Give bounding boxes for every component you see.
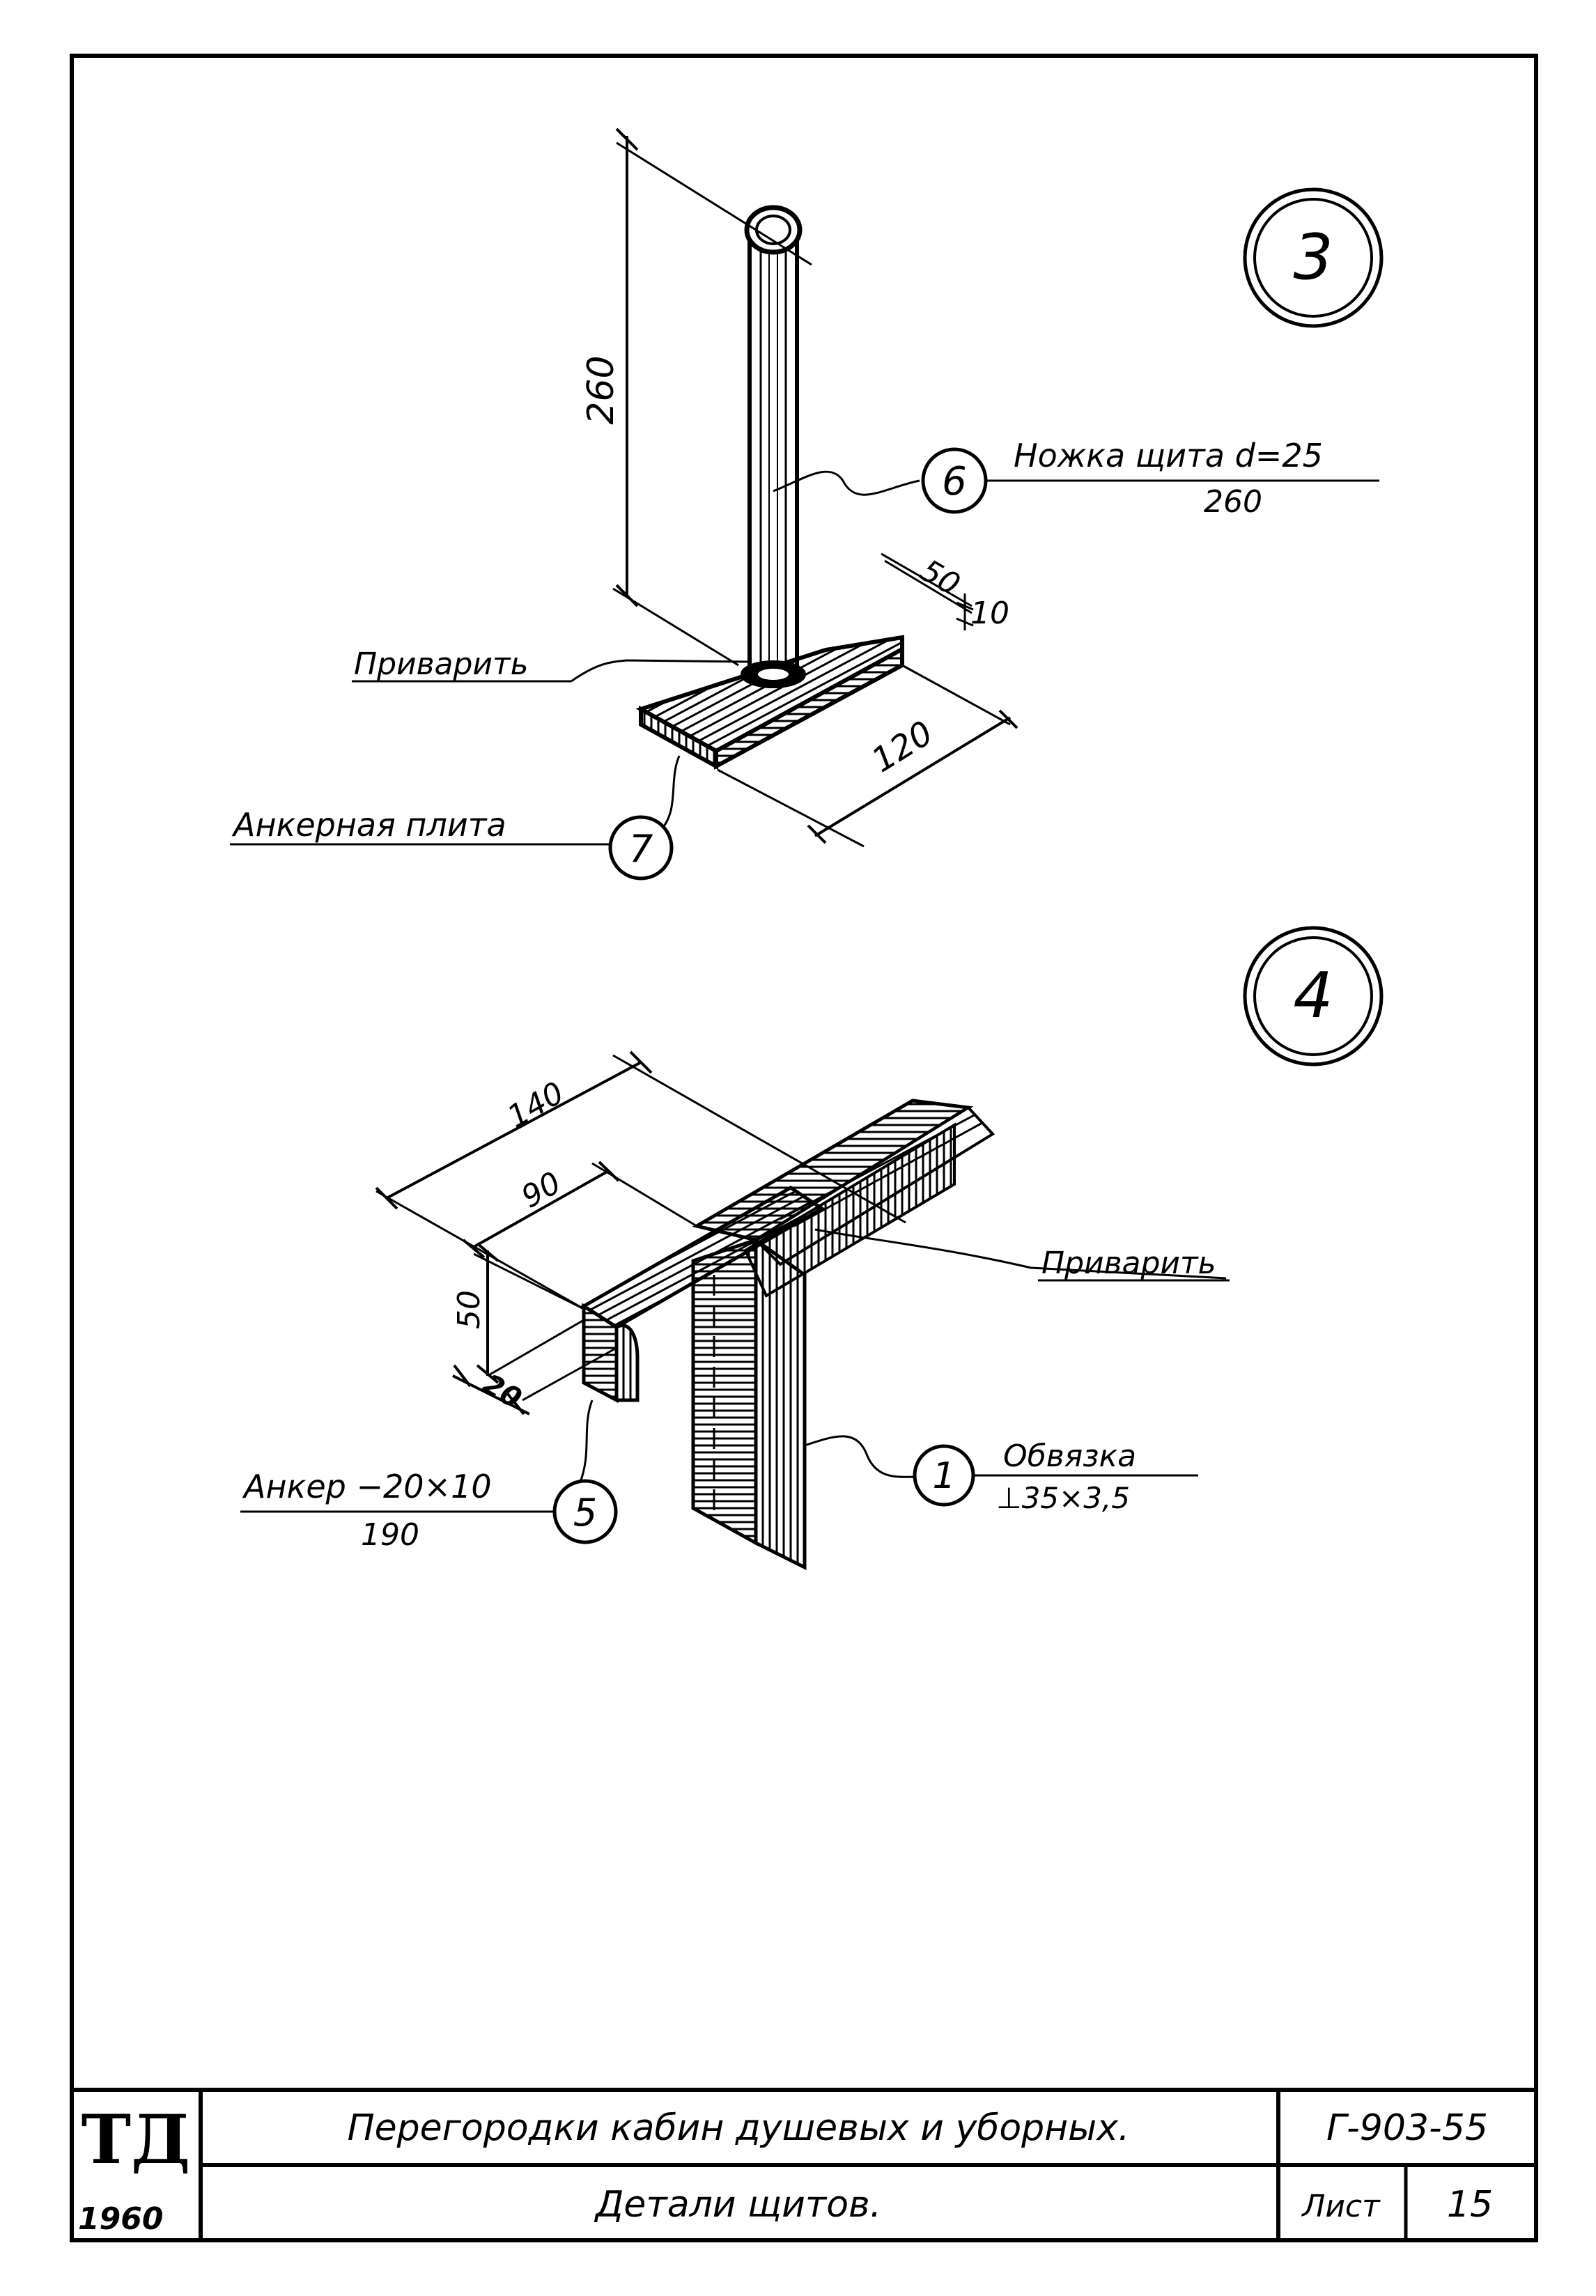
title-year: 1960 xyxy=(78,2201,163,2237)
dim-10-label: 10 xyxy=(970,596,1009,631)
callout-6-sub: 260 xyxy=(1204,484,1262,520)
dim-140-label: 140 xyxy=(502,1075,570,1135)
dimension-50: 50 xyxy=(451,1242,586,1384)
weld-note-3: Приварить xyxy=(354,646,529,682)
dim-260-label: 260 xyxy=(580,355,622,424)
callout-6-number: 6 xyxy=(942,459,967,504)
dim-50-label: 50 xyxy=(915,552,966,603)
detail-3-number: 3 xyxy=(1293,221,1333,294)
callout-7-number: 7 xyxy=(629,827,653,871)
title-main: Перегородки кабин душевых и уборных. xyxy=(347,2107,1129,2149)
title-code: Г-903-55 xyxy=(1326,2107,1488,2149)
callout-6-label: Ножка щита d=25 xyxy=(1014,437,1323,474)
detail-3: 3 260 xyxy=(230,127,1384,881)
callout-1: 1 Обвязка ⊥35×3,5 xyxy=(804,1435,1198,1515)
callout-1-label: Обвязка xyxy=(1003,1438,1136,1474)
callout-5-sub: 190 xyxy=(361,1517,419,1553)
title-logo: ТД xyxy=(82,2100,191,2179)
weld-note-4: Приварить xyxy=(1041,1246,1216,1281)
callout-5-number: 5 xyxy=(573,1491,597,1535)
frame-angle-vertical xyxy=(691,1236,807,1571)
callout-7-label: Анкерная плита xyxy=(231,806,506,844)
detail-4: 4 140 xyxy=(240,926,1384,1571)
anchor-strip xyxy=(580,1186,826,1404)
dimension-260: 260 xyxy=(580,127,812,667)
callout-1-sub: ⊥35×3,5 xyxy=(996,1481,1130,1515)
title-sub: Детали щитов. xyxy=(594,2184,881,2226)
title-sheet-label: Лист xyxy=(1301,2189,1381,2224)
detail-4-marker xyxy=(1243,926,1384,1066)
detail-3-marker xyxy=(1243,187,1384,328)
pipe-leg xyxy=(744,205,803,678)
callout-1-number: 1 xyxy=(932,1455,955,1497)
callout-6: 6 Ножка щита d=25 260 xyxy=(773,437,1379,520)
dimension-90: 90 xyxy=(462,1161,697,1259)
dim-120-label: 120 xyxy=(865,713,940,780)
detail-4-number: 4 xyxy=(1293,959,1333,1032)
callout-5-label: Анкер −20×10 xyxy=(242,1468,492,1505)
callout-7: 7 Анкерная плита xyxy=(230,755,681,881)
callout-5: 5 Анкер −20×10 190 xyxy=(240,1399,618,1553)
dim-50-label-4: 50 xyxy=(451,1290,487,1329)
dim-90-label: 90 xyxy=(516,1165,567,1215)
title-sheet-number: 15 xyxy=(1447,2184,1493,2226)
title-block: ТД 1960 Перегородки кабин душевых и убор… xyxy=(70,2088,1538,2242)
sheet-frame xyxy=(70,54,1538,2242)
